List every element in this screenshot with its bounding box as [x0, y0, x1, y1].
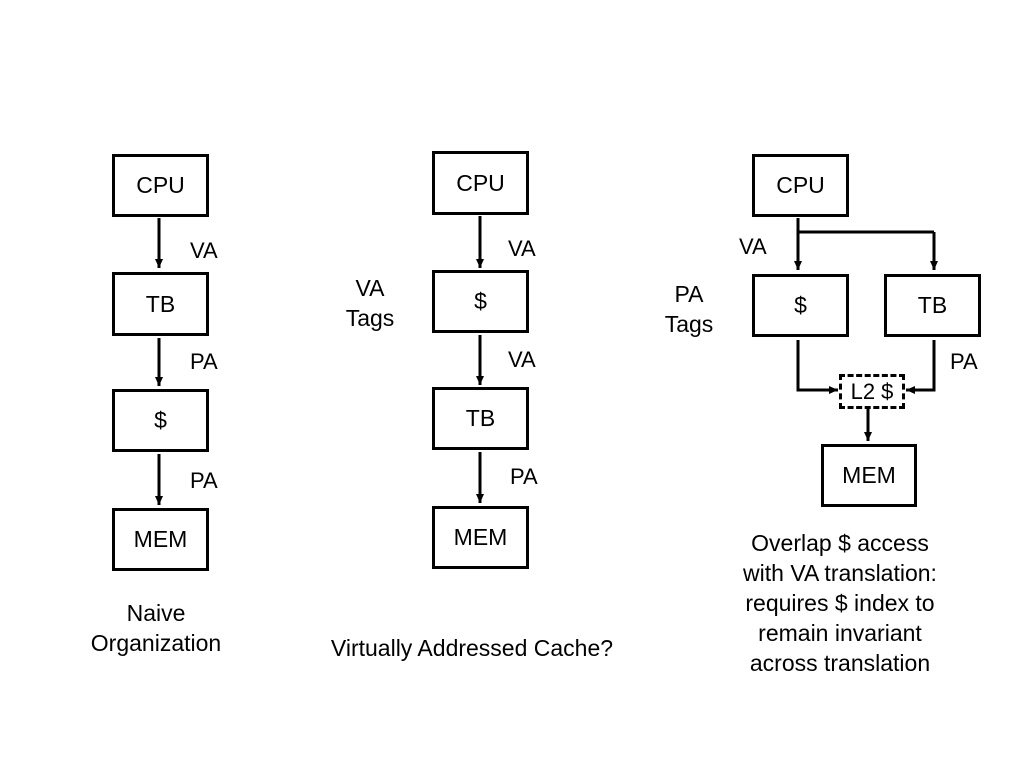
- wire-cache-to-l2: [796, 340, 838, 394]
- overlap-caption-line-1: Overlap $ access: [751, 530, 929, 556]
- overlap-va-label: VA: [739, 234, 767, 259]
- naive-caption-line-2: Organization: [90, 630, 222, 656]
- naive-pa-label-1: PA: [190, 349, 218, 374]
- virtual-caption: Virtually Addressed Cache?: [330, 635, 614, 661]
- virtual-tags-line-2: Tags: [345, 305, 395, 331]
- overlap-l2-cache-box: L2 $: [839, 374, 905, 409]
- naive-mem-label: MEM: [133, 526, 188, 552]
- overlap-mem-box: MEM: [821, 444, 917, 507]
- overlap-caption-line-2: with VA translation:: [743, 560, 937, 586]
- naive-cpu-label: CPU: [136, 172, 185, 198]
- overlap-cpu-label: CPU: [776, 172, 825, 198]
- naive-mem-box: MEM: [112, 508, 209, 571]
- virtual-mem-label: MEM: [453, 524, 508, 550]
- virtual-tags-label: VA Tags: [330, 273, 410, 333]
- overlap-caption-line-3: requires $ index to: [745, 590, 935, 616]
- virtual-mem-box: MEM: [432, 506, 529, 569]
- wire-cpu-branch: [796, 218, 934, 234]
- virtual-tb-label: TB: [465, 405, 496, 431]
- overlap-tags-line-1: PA: [674, 281, 704, 307]
- naive-caption: Naive Organization: [66, 598, 246, 658]
- overlap-cache-label: $: [794, 292, 807, 318]
- virtual-tags-line-1: VA: [355, 275, 385, 301]
- virtual-va-label-2: VA: [508, 347, 536, 372]
- overlap-tags-line-2: Tags: [664, 311, 714, 337]
- naive-pa-label-2: PA: [190, 468, 218, 493]
- virtual-tb-box: TB: [432, 387, 529, 450]
- virtual-va-label-1: VA: [508, 236, 536, 261]
- overlap-cache-box: $: [752, 274, 849, 337]
- virtual-cpu-box: CPU: [432, 151, 529, 215]
- overlap-mem-label: MEM: [842, 462, 896, 488]
- virtual-cache-box: $: [432, 270, 529, 333]
- naive-cache-label: $: [154, 407, 167, 433]
- naive-caption-line-1: Naive: [126, 600, 186, 626]
- naive-tb-label: TB: [145, 290, 176, 317]
- overlap-caption-line-5: across translation: [749, 650, 931, 676]
- overlap-tags-label: PA Tags: [649, 279, 729, 339]
- virtual-cache-label: $: [474, 288, 487, 314]
- wire-tb-to-l2: [906, 340, 936, 394]
- overlap-tb-box: TB: [884, 274, 981, 337]
- naive-cpu-box: CPU: [112, 154, 209, 217]
- overlap-cpu-box: CPU: [752, 154, 849, 217]
- naive-va-label: VA: [190, 238, 218, 263]
- overlap-pa-label: PA: [950, 349, 978, 374]
- naive-tb-box: TB: [112, 272, 209, 336]
- naive-cache-box: $: [112, 389, 209, 452]
- overlap-l2-label: L2 $: [850, 378, 894, 404]
- overlap-caption-line-4: remain invariant: [758, 620, 922, 646]
- virtual-pa-label: PA: [510, 464, 538, 489]
- overlap-tb-label: TB: [917, 292, 948, 318]
- overlap-caption: Overlap $ access with VA translation: re…: [710, 528, 970, 678]
- virtual-cpu-label: CPU: [456, 169, 505, 196]
